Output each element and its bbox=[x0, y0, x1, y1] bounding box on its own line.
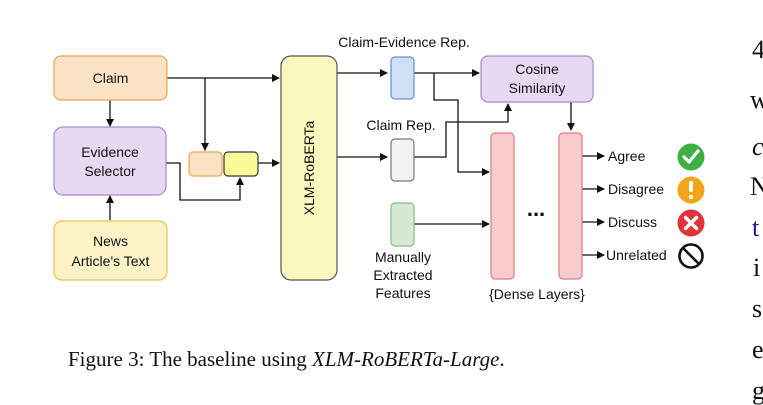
encoder-label: XLM-RoBERTa bbox=[301, 120, 317, 215]
side-column-text: 4 w c N t i s e g bbox=[750, 35, 763, 405]
concat-evidence-box bbox=[223, 151, 259, 177]
news-node: News Article's Text bbox=[53, 220, 168, 281]
claim-rep-box bbox=[390, 138, 415, 182]
cosine-node: Cosine Similarity bbox=[480, 55, 594, 103]
cosine-label-1: Cosine bbox=[515, 61, 559, 77]
claim-evidence-rep-box bbox=[390, 56, 415, 100]
dense-layer-1 bbox=[490, 132, 515, 280]
concat-boxes bbox=[188, 151, 259, 177]
side-line-2: w bbox=[750, 85, 763, 114]
side-line-9: g bbox=[752, 376, 763, 405]
concat-claim-box bbox=[188, 151, 223, 177]
dense-layers-label: {Dense Layers} bbox=[489, 286, 585, 302]
news-label-2: Article's Text bbox=[72, 253, 150, 269]
check-circle-icon bbox=[677, 143, 705, 171]
outputs: Agree Disagree Discuss Unrelated bbox=[606, 143, 705, 269]
output-discuss-label: Discuss bbox=[608, 214, 657, 230]
manual-features-label-1: Manually bbox=[375, 249, 431, 265]
claim-label: Claim bbox=[93, 70, 129, 86]
side-line-4: N bbox=[750, 172, 763, 201]
exclamation-circle-icon bbox=[677, 176, 705, 204]
side-line-8: e bbox=[752, 335, 763, 364]
output-disagree-label: Disagree bbox=[608, 181, 664, 197]
evidence-selector-box bbox=[53, 126, 167, 196]
claim-evidence-rep-label: Claim-Evidence Rep. bbox=[338, 34, 470, 50]
x-circle-icon bbox=[677, 209, 705, 237]
side-line-7: s bbox=[752, 294, 762, 323]
figure-caption: Figure 3: The baseline using XLM-RoBERTa… bbox=[68, 347, 505, 371]
dense-ellipsis: ... bbox=[527, 196, 545, 221]
caption-suffix: . bbox=[499, 347, 504, 371]
side-line-6: i bbox=[753, 253, 760, 282]
claim-box bbox=[53, 55, 168, 101]
side-line-1: 4 bbox=[752, 35, 763, 64]
news-label-1: News bbox=[93, 233, 128, 249]
claim-node: Claim bbox=[53, 55, 168, 101]
dense-layer-2 bbox=[558, 132, 583, 280]
side-line-3: c bbox=[752, 132, 763, 161]
manual-features-box bbox=[390, 202, 415, 247]
news-box bbox=[53, 220, 168, 281]
dense-layers: ... {Dense Layers} bbox=[489, 132, 585, 302]
cosine-box bbox=[480, 55, 594, 103]
connectors bbox=[106, 69, 605, 259]
cosine-label-2: Similarity bbox=[509, 80, 566, 96]
encoder-node: XLM-RoBERTa bbox=[280, 55, 338, 281]
output-unrelated-label: Unrelated bbox=[606, 247, 667, 263]
side-line-5: t bbox=[752, 213, 760, 242]
manual-features-label-2: Extracted bbox=[373, 267, 432, 283]
evidence-selector-node: Evidence Selector bbox=[53, 126, 167, 196]
output-agree-label: Agree bbox=[608, 148, 646, 164]
prohibited-icon bbox=[678, 243, 704, 269]
representations: Claim-Evidence Rep. Claim Rep. Manually … bbox=[338, 34, 470, 301]
manual-features-label-3: Features bbox=[375, 285, 430, 301]
evidence-selector-label-2: Selector bbox=[84, 163, 136, 179]
evidence-selector-label-1: Evidence bbox=[81, 144, 139, 160]
claim-rep-label: Claim Rep. bbox=[366, 117, 435, 133]
caption-prefix: Figure 3: The baseline using bbox=[68, 347, 312, 371]
caption-model: XLM-RoBERTa-Large bbox=[311, 347, 499, 371]
encoder-box bbox=[280, 55, 338, 281]
